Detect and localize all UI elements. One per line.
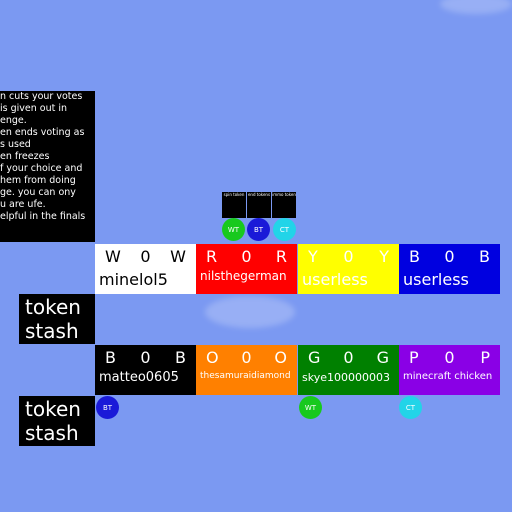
token-panel-end: end tokens — [247, 192, 271, 218]
player-vote-count: 0 — [140, 247, 151, 266]
player-color-right: Y — [379, 247, 389, 266]
token-panel-label: immo token — [272, 192, 296, 197]
cloud — [205, 296, 295, 328]
player-name: thesamuraidiamond — [200, 371, 291, 381]
token-stash-label: token stash — [19, 396, 95, 446]
player-name: skye100000003 — [302, 371, 390, 384]
token-panel-immo: immo token — [272, 192, 296, 218]
player-color-right: R — [275, 247, 287, 266]
player-card[interactable]: R 0 R nilsthegerman — [196, 244, 297, 294]
token-panel-label: spin token — [223, 192, 245, 197]
player-vote-count: 0 — [140, 348, 151, 367]
player-color-left: B — [105, 348, 116, 367]
player-color-right: G — [376, 348, 389, 367]
ct-token[interactable]: CT — [273, 218, 296, 241]
cloud — [440, 0, 512, 14]
player-votes: B 0 B — [399, 244, 500, 269]
player-votes: R 0 R — [196, 244, 297, 269]
player-vote-count: 0 — [241, 348, 252, 367]
player-color-right: O — [274, 348, 287, 367]
player-color-right: B — [479, 247, 490, 266]
rules-line: ge. you can ony — [0, 187, 76, 198]
player-card[interactable]: B 0 B userless — [399, 244, 500, 294]
player-name: matteo0605 — [99, 370, 179, 385]
player-votes: O 0 O — [196, 345, 297, 370]
player-votes: W 0 W — [95, 244, 196, 269]
player-votes: B 0 B — [95, 345, 196, 370]
player-vote-count: 0 — [444, 348, 455, 367]
player-card[interactable]: G 0 G skye100000003 — [298, 345, 399, 395]
player-votes: P 0 P — [399, 345, 500, 370]
player-vote-count: 0 — [343, 247, 354, 266]
rules-line: s used — [0, 139, 31, 150]
rules-line: u are ufe. — [0, 199, 46, 210]
bt-token[interactable]: BT — [247, 218, 270, 241]
token-stash-label: token stash — [19, 294, 95, 344]
token-label: CT — [405, 403, 416, 412]
rules-line: n cuts your votes — [0, 91, 83, 102]
player-name: userless — [403, 270, 469, 289]
player-color-left: Y — [308, 247, 318, 266]
player-color-left: P — [409, 348, 419, 367]
player-card[interactable]: W 0 W minelol5 — [95, 244, 196, 294]
rules-line: elpful in the finals — [0, 211, 86, 222]
player-color-left: O — [206, 348, 219, 367]
token-panel-label: end tokens — [247, 192, 271, 197]
player-votes: Y 0 Y — [298, 244, 399, 269]
rules-line: is given out in — [0, 103, 68, 114]
player-vote-count: 0 — [241, 247, 252, 266]
player-name: minecraft chicken — [403, 371, 493, 382]
player-name: nilsthegerman — [200, 269, 287, 283]
player-name: userless — [302, 270, 368, 289]
rules-line: enge. — [0, 115, 27, 126]
token-label: WT — [304, 403, 317, 412]
player-color-left: B — [409, 247, 420, 266]
player-color-right: P — [480, 348, 490, 367]
player-votes: G 0 G — [298, 345, 399, 370]
rules-panel: n cuts your votes is given out in enge. … — [0, 91, 95, 242]
player-name: minelol5 — [99, 270, 168, 289]
player-color-left: R — [206, 247, 218, 266]
rules-line: en ends voting as — [0, 127, 85, 138]
wt-token[interactable]: WT — [222, 218, 245, 241]
wt-token[interactable]: WT — [299, 396, 322, 419]
bt-token[interactable]: BT — [96, 396, 119, 419]
token-label: BT — [253, 225, 264, 234]
rules-line: en freezes — [0, 151, 50, 162]
player-card[interactable]: Y 0 Y userless — [298, 244, 399, 294]
player-vote-count: 0 — [343, 348, 354, 367]
player-card[interactable]: B 0 B matteo0605 — [95, 345, 196, 395]
token-panel-spin: spin token — [222, 192, 246, 218]
token-label: BT — [102, 403, 113, 412]
player-card[interactable]: P 0 P minecraft chicken — [399, 345, 500, 395]
player-color-left: W — [105, 247, 121, 266]
player-vote-count: 0 — [444, 247, 455, 266]
token-label: WT — [227, 225, 240, 234]
rules-line: f your choice and — [0, 163, 83, 174]
player-color-right: B — [175, 348, 186, 367]
player-color-left: G — [308, 348, 321, 367]
player-card[interactable]: O 0 O thesamuraidiamond — [196, 345, 297, 395]
player-color-right: W — [170, 247, 186, 266]
token-label: CT — [279, 225, 290, 234]
ct-token[interactable]: CT — [399, 396, 422, 419]
rules-line: hem from doing — [0, 175, 76, 186]
